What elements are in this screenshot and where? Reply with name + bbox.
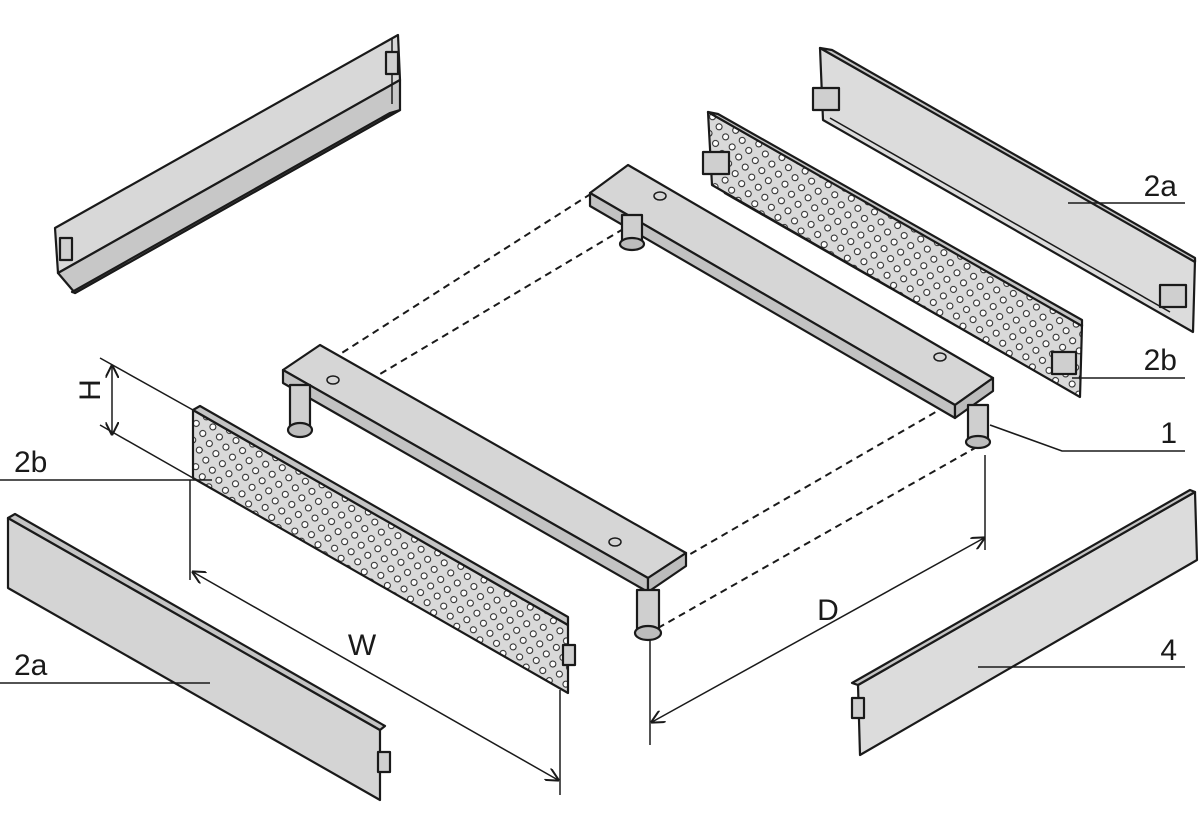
top-left-solid-panel [53,33,402,295]
dimension-h: H [74,357,194,479]
dimension-d-label: D [817,594,839,627]
panel-clip-icon [58,236,74,262]
mounting-hole-icon [608,537,622,547]
panel-clip-icon [701,150,731,176]
panel-clip-icon [376,750,392,774]
leveling-foot [618,213,646,252]
label-2a-top: 2a [1144,170,1178,203]
callout-2b-top: 2b [1072,344,1185,379]
label-4: 4 [1160,634,1177,667]
label-2b-left: 2b [14,446,47,479]
mounting-hole-icon [933,352,947,362]
dimension-w: W [189,480,560,795]
leveling-foot [633,588,663,642]
panel-clip-icon [1158,283,1188,309]
panel-clip-icon [384,50,400,76]
leveling-foot [286,383,314,439]
mounting-hole-icon [653,191,667,201]
callout-2b-left: 2b [0,446,212,481]
callout-2a-top: 2a [1068,170,1185,204]
callout-1: 1 [989,417,1185,452]
mounting-hole-icon [326,375,340,385]
panel-clip-icon [850,696,866,720]
panel-clip-icon [811,86,841,112]
leveling-foot [964,403,992,450]
right-solid-panel [850,488,1199,757]
base-frame-rear-rail [588,163,995,450]
top-right-solid-panel [811,46,1197,334]
top-right-perforated-panel [701,110,1084,399]
dimension-w-label: W [348,629,377,662]
callout-4: 4 [978,634,1185,668]
dimension-h-label: H [74,379,107,401]
label-1: 1 [1160,417,1177,450]
dimension-d: D [650,455,985,745]
panel-clip-icon [1050,350,1078,376]
label-2b-top: 2b [1144,344,1177,377]
label-2a-left: 2a [14,649,48,682]
callout-2a-left: 2a [0,649,210,684]
panel-clip-icon [561,643,577,667]
